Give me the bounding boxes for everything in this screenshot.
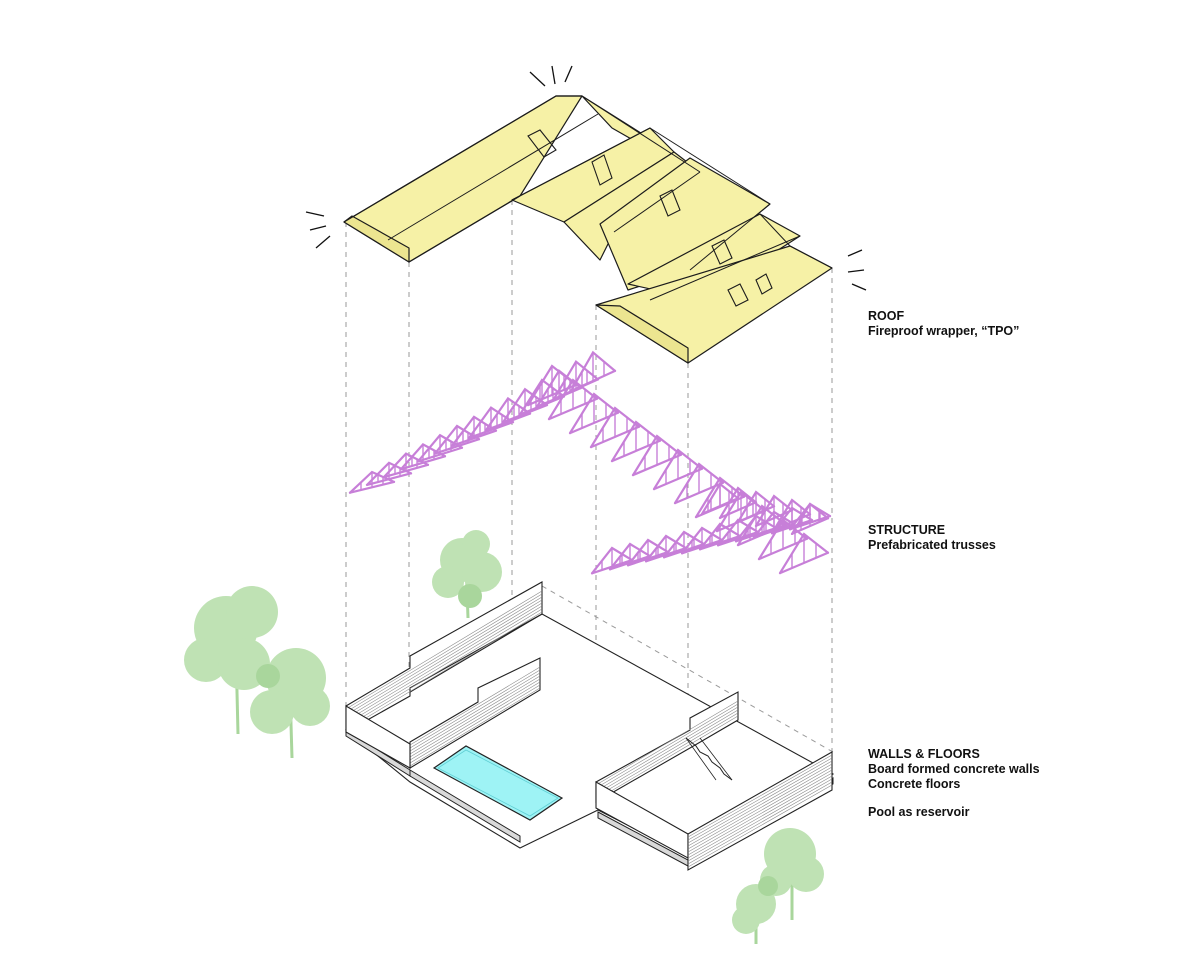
walls-floors-label: WALLS & FLOORS Board formed concrete wal…	[868, 747, 1040, 820]
roof-description: Fireproof wrapper, “TPO”	[868, 324, 1020, 338]
tree-center	[432, 530, 502, 619]
truss-layer	[348, 350, 832, 575]
truss-right-3	[754, 494, 794, 528]
truss-left-13	[569, 350, 617, 393]
emphasis-ticks	[305, 65, 867, 291]
roof-label: ROOF Fireproof wrapper, “TPO”	[868, 309, 1019, 339]
roof-layer	[343, 95, 833, 364]
structure-description: Prefabricated trusses	[868, 538, 996, 552]
stair	[685, 737, 733, 781]
tree-left	[184, 586, 330, 759]
tree-bottom-right	[732, 828, 824, 944]
floors-description: Concrete floors	[868, 777, 961, 791]
structure-label: STRUCTURE Prefabricated trusses	[868, 523, 996, 553]
walls-floors-layer	[345, 581, 835, 871]
truss-mid-6	[652, 448, 704, 491]
truss-mid-12	[778, 532, 830, 575]
walls-description: Board formed concrete walls	[868, 762, 1040, 776]
structure-heading: STRUCTURE	[868, 523, 946, 537]
truss-right-5	[790, 502, 830, 536]
truss-right-4	[772, 498, 812, 532]
truss-right-0	[700, 482, 740, 516]
truss-right-2	[736, 490, 776, 524]
pool	[432, 745, 564, 821]
truss-right-1	[718, 486, 758, 520]
walls-floors-heading: WALLS & FLOORS	[868, 747, 980, 761]
pool-note: Pool as reservoir	[868, 805, 970, 819]
roof-heading: ROOF	[868, 309, 905, 323]
